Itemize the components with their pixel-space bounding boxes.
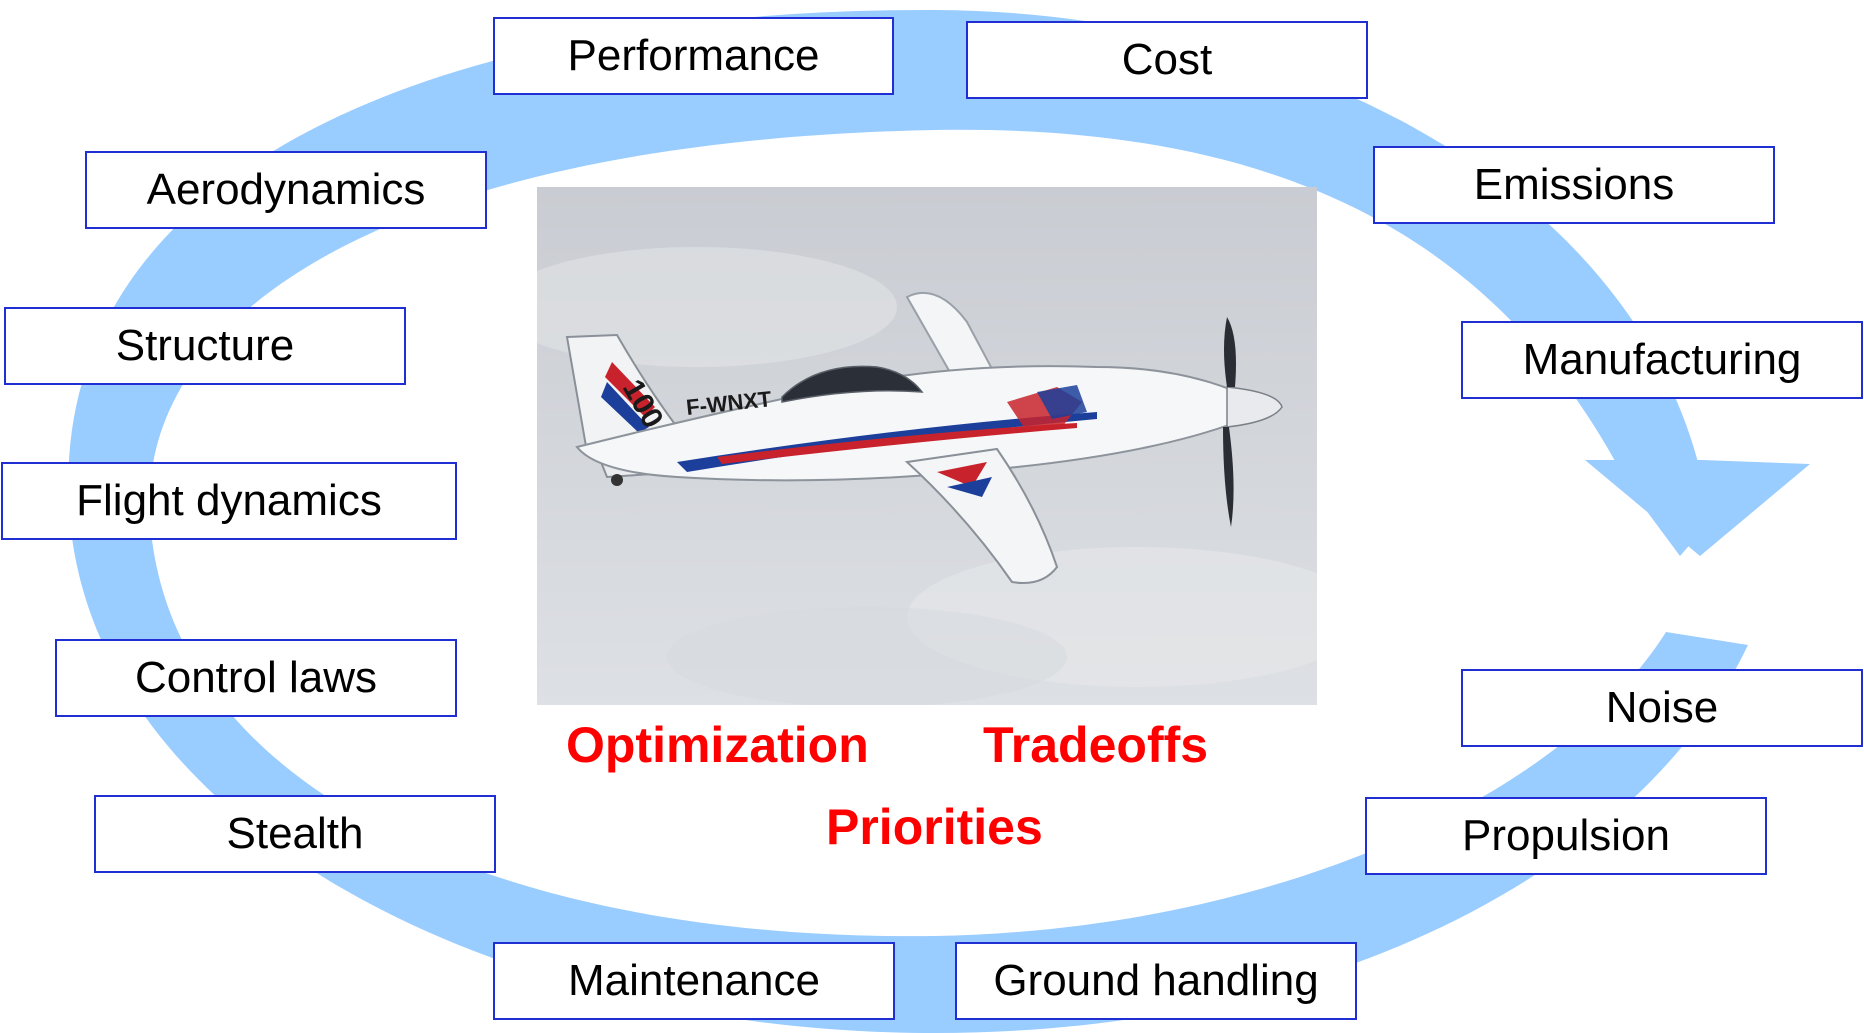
performance-label: Performance — [567, 31, 820, 80]
cycle-arrow-head — [1585, 460, 1810, 556]
manufacturing-box: Manufacturing — [1461, 321, 1863, 399]
structure-box: Structure — [4, 307, 406, 385]
emissions-label: Emissions — [1473, 160, 1675, 209]
near-wing — [904, 447, 1059, 584]
flight-dynamics-box: Flight dynamics — [1, 462, 457, 540]
cost-label: Cost — [1121, 35, 1213, 84]
tradeoffs-label: Tradeoffs — [983, 717, 1209, 773]
optimization-label: Optimization — [566, 717, 869, 773]
flight-dynamics-label: Flight dynamics — [76, 476, 382, 525]
manufacturing-label: Manufacturing — [1522, 335, 1802, 384]
stealth-box: Stealth — [94, 795, 496, 873]
ground-handling-label: Ground handling — [993, 956, 1319, 1005]
aerodynamics-label: Aerodynamics — [146, 165, 426, 214]
stealth-label: Stealth — [226, 809, 364, 858]
propulsion-box: Propulsion — [1365, 797, 1767, 875]
cost-box: Cost — [966, 21, 1368, 99]
maintenance-label: Maintenance — [568, 956, 820, 1005]
ground-handling-box: Ground handling — [955, 942, 1357, 1020]
propeller — [1224, 317, 1236, 387]
priorities-label: Priorities — [826, 799, 1043, 855]
maintenance-box: Maintenance — [493, 942, 895, 1020]
control-laws-label: Control laws — [134, 653, 378, 702]
structure-label: Structure — [115, 321, 295, 370]
spinner — [1226, 386, 1283, 428]
propulsion-label: Propulsion — [1462, 811, 1670, 860]
aerodynamics-box: Aerodynamics — [85, 151, 487, 229]
aircraft-photo: F-WNXT 100 — [537, 187, 1317, 705]
emissions-box: Emissions — [1373, 146, 1775, 224]
noise-label: Noise — [1605, 683, 1719, 732]
canopy — [781, 365, 924, 403]
control-laws-box: Control laws — [55, 639, 457, 717]
performance-box: Performance — [493, 17, 894, 95]
noise-box: Noise — [1461, 669, 1863, 747]
